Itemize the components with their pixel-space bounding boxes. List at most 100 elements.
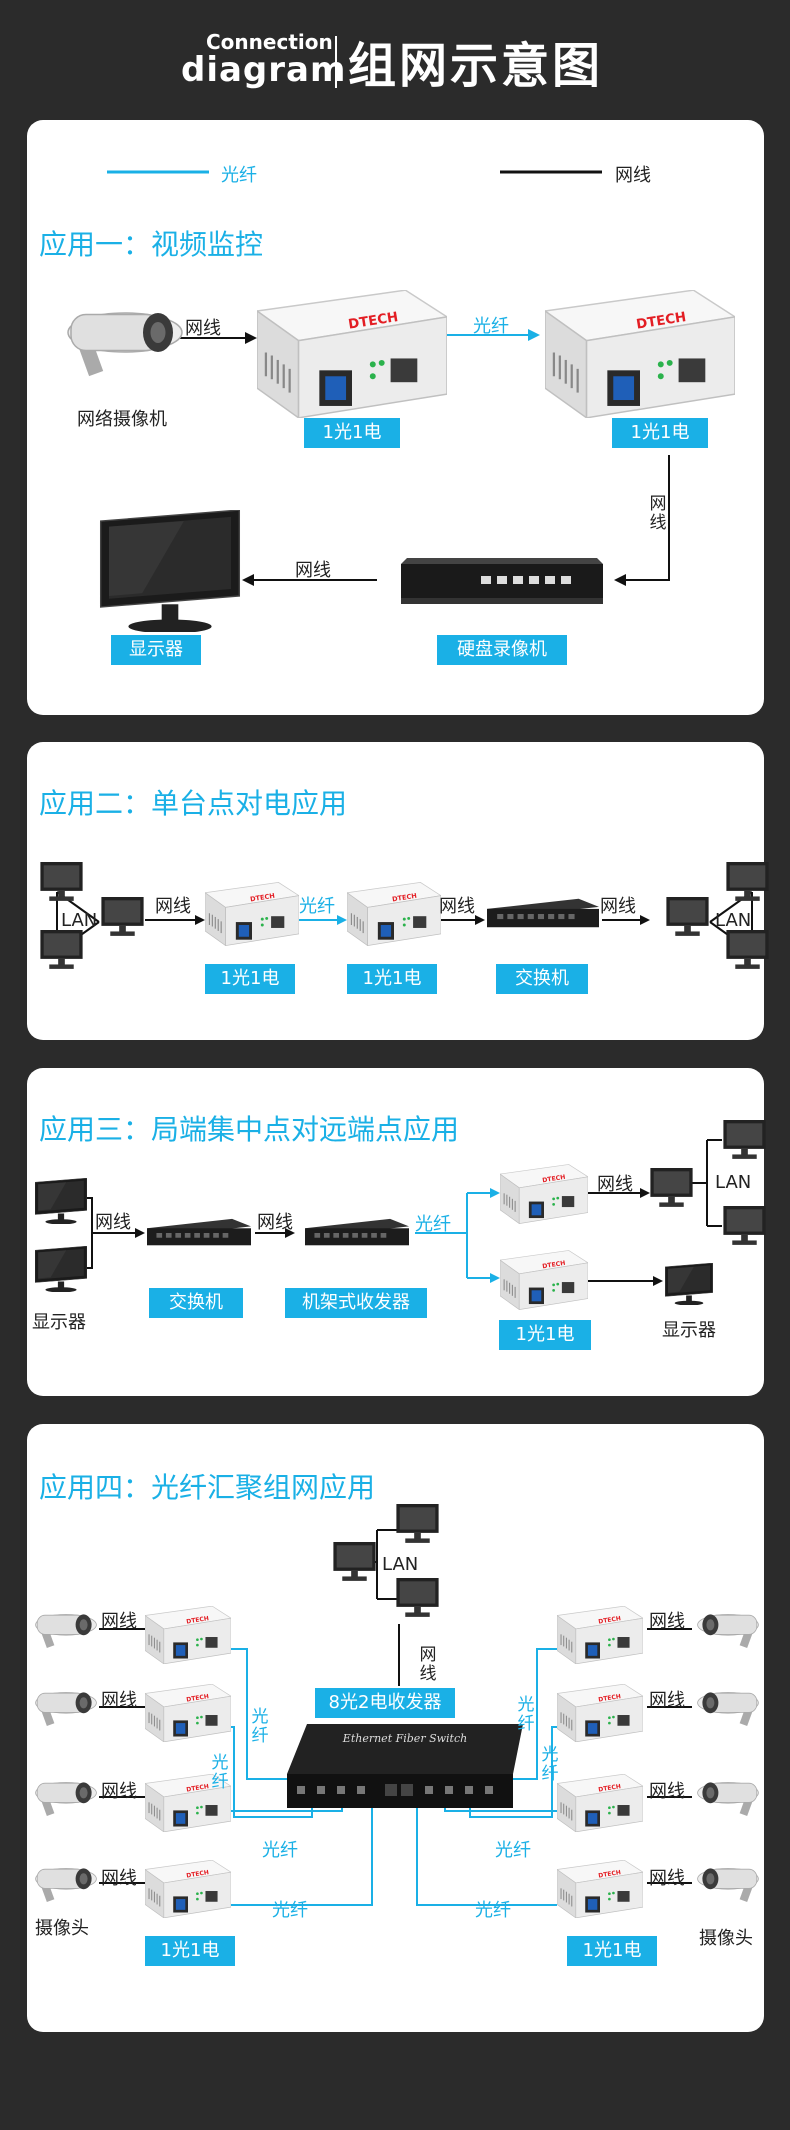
computer-icon: [40, 930, 83, 969]
fiber-label-4L1: 光纤: [251, 1707, 269, 1746]
cable-label-4L4: 网线: [101, 1868, 137, 1889]
computer-icon: [726, 930, 769, 969]
cable-label-4R2: 网线: [649, 1690, 685, 1711]
computer-icon: [101, 897, 144, 936]
converter-label-2b: 1光1电: [347, 964, 437, 994]
cable-label-4R4: 网线: [649, 1868, 685, 1889]
fiber-label-4R4: 光纤: [475, 1900, 511, 1921]
fiber-label-4L1-vertical: 光纤: [251, 1708, 269, 1746]
cable-label-2c: 网线: [600, 896, 636, 917]
media-converter-icon: [347, 882, 441, 946]
header-separator: [335, 36, 337, 88]
cable-label-3b: 网线: [257, 1212, 293, 1233]
header-title-en-2: diagram: [181, 50, 347, 90]
fiber-label-1: 光纤: [473, 316, 509, 337]
ip-camera-icon: [35, 1782, 97, 1817]
media-converter-icon: [557, 1606, 643, 1664]
computer-icon: [666, 897, 709, 936]
cable-label-4L1: 网线: [101, 1611, 137, 1632]
cable-label-4R3: 网线: [649, 1781, 685, 1802]
converter-label-4L: 1光1电: [145, 1936, 235, 1966]
ip-camera-label: 网络摄像机: [77, 409, 167, 430]
section-title-2: 应用二：单台点对电应用: [39, 787, 348, 820]
cable-label-4: 网线: [419, 1645, 437, 1684]
cable-label-vertical: 网线: [649, 495, 667, 533]
legend-cable-label: 网线: [615, 165, 651, 186]
legend-fiber-label: 光纤: [221, 165, 257, 186]
ip-camera-icon: [697, 1692, 759, 1727]
cable-label-2: 网线: [649, 494, 667, 533]
media-converter-icon: [145, 1860, 231, 1918]
network-switch-icon: [147, 1218, 251, 1246]
fiber-label-3: 光纤: [415, 1214, 451, 1235]
cable-label-3: 网线: [295, 560, 331, 581]
lan-label-4: LAN: [382, 1554, 419, 1575]
converter-label-1: 1光1电: [304, 418, 400, 448]
converter-label-3: 1光1电: [499, 1320, 591, 1350]
converter-label-4R: 1光1电: [567, 1936, 657, 1966]
computer-icon: [723, 1206, 766, 1245]
cable-label-3c: 网线: [597, 1174, 633, 1195]
computer-icon: [396, 1504, 439, 1543]
media-converter-icon: [500, 1164, 588, 1224]
card-central-to-remote: 应用三：局端集中点对远端点应用 显示器 网线 交换机 网线 机架式收发器 光纤 …: [27, 1068, 766, 1396]
media-converter-icon: [557, 1774, 643, 1832]
camera-label-left: 摄像头: [35, 1918, 89, 1939]
section-title-3: 应用三：局端集中点对远端点应用: [39, 1113, 460, 1146]
fiber-label-4L2: 光纤: [211, 1753, 229, 1792]
fiber-label-4R1: 光纤: [517, 1695, 535, 1734]
media-converter-icon: [257, 290, 447, 418]
media-converter-icon: [145, 1684, 231, 1742]
cable-label-4L2: 网线: [101, 1690, 137, 1711]
section-title-4: 应用四：光纤汇聚组网应用: [39, 1471, 376, 1504]
ip-camera-icon: [697, 1614, 759, 1649]
monitor-icon: [665, 1263, 713, 1305]
lan-label-3: LAN: [715, 1172, 752, 1193]
fiber-label-4L4: 光纤: [272, 1900, 308, 1921]
header-title-en-1: Connection: [206, 30, 333, 54]
cable-label-4L3: 网线: [101, 1781, 137, 1802]
header-title-zh: 组网示意图: [348, 38, 604, 94]
computer-icon: [723, 1120, 766, 1159]
monitor-icon: [35, 1178, 87, 1224]
switch-label-2: 交换机: [496, 964, 588, 994]
cable-label-2a: 网线: [155, 896, 191, 917]
card-fiber-aggregation: 应用四：光纤汇聚组网应用 LAN 网线 8光2电收发器 Ethernet Fib…: [27, 1424, 764, 2032]
fiber-label-4R2-vertical: 光纤: [541, 1746, 559, 1784]
media-converter-icon: [557, 1860, 643, 1918]
card-video-surveillance: 光纤 网线 应用一：视频监控 网络摄像机 网线 1光1电 光纤 1光1电 网线 …: [27, 120, 764, 715]
cable-label-4R1: 网线: [649, 1611, 685, 1632]
ip-camera-icon: [697, 1868, 759, 1903]
fiber-label-4R3: 光纤: [495, 1840, 531, 1861]
rack-label: 机架式收发器: [285, 1288, 427, 1318]
fiber-switch-icon: Ethernet Fiber Switch: [287, 1724, 523, 1808]
monitor-label-1: 显示器: [111, 635, 201, 665]
section-title-1: 应用一：视频监控: [39, 228, 264, 261]
monitor-label-3: 显示器: [32, 1312, 86, 1333]
ip-camera-icon: [697, 1782, 759, 1817]
cable-label-4-vertical: 网线: [419, 1646, 437, 1684]
cable-label-3a: 网线: [95, 1212, 131, 1233]
monitor-icon: [99, 510, 241, 632]
ip-camera-icon: [35, 1692, 97, 1727]
dvr-label: 硬盘录像机: [437, 635, 567, 665]
fiber-switch-label: 8光2电收发器: [315, 1688, 455, 1718]
monitor-icon: [35, 1246, 87, 1292]
media-converter-icon: [545, 290, 735, 418]
card-single-point: 应用二：单台点对电应用 LAN 网线 1光1电 光纤 1光1电 网线 交换机 网…: [27, 742, 769, 1040]
page-header: Connection diagram 组网示意图: [0, 0, 790, 118]
camera-label-right: 摄像头: [699, 1928, 753, 1949]
fiber-label-4L2-vertical: 光纤: [211, 1754, 229, 1792]
fiber-label-4L3: 光纤: [262, 1840, 298, 1861]
computer-icon: [726, 862, 769, 901]
media-converter-icon: [557, 1684, 643, 1742]
network-switch-icon: [487, 898, 599, 928]
fiber-label-2: 光纤: [299, 896, 335, 917]
fiber-switch-panel-title: Ethernet Fiber Switch: [342, 1732, 467, 1745]
cable-label-2b: 网线: [439, 896, 475, 917]
media-converter-icon: [205, 882, 299, 946]
lan-label-1: LAN: [61, 910, 98, 931]
monitor-label-3b: 显示器: [662, 1320, 716, 1341]
computer-icon: [333, 1542, 376, 1581]
fiber-label-4R1-vertical: 光纤: [517, 1696, 535, 1734]
